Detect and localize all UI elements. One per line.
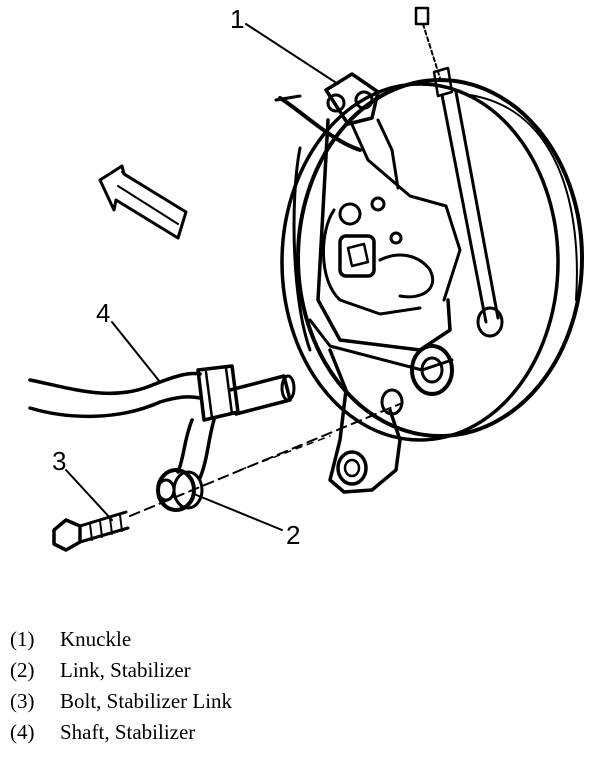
legend-label: Bolt, Stabilizer Link xyxy=(60,689,233,713)
legend-number: (1) xyxy=(10,627,35,651)
legend-label: Link, Stabilizer xyxy=(60,658,191,682)
legend-label: Knuckle xyxy=(60,627,132,651)
parts-legend: (1) Knuckle (2) Link, Stabilizer (3) Bolt, … xyxy=(10,624,232,748)
legend-number: (3) xyxy=(10,689,35,713)
leader-line-3 xyxy=(65,469,113,521)
stabilizer-link-bolt xyxy=(52,510,130,552)
legend-item-knuckle: (1) Knuckle xyxy=(10,624,232,655)
leader-line-1 xyxy=(245,23,339,85)
legend-item-stabilizer-link-bolt: (3) Bolt, Stabilizer Link xyxy=(10,686,232,717)
knuckle xyxy=(308,72,462,494)
leader-line-2 xyxy=(193,493,283,531)
brake-rotor xyxy=(280,78,584,442)
legend-item-stabilizer-link: (2) Link, Stabilizer xyxy=(10,655,232,686)
stabilizer-link-diagram: 1 2 3 4 xyxy=(28,4,584,552)
callout-4: 4 xyxy=(96,298,110,328)
legend-label: Shaft, Stabilizer xyxy=(60,720,196,744)
legend-item-stabilizer-shaft: (4) Shaft, Stabilizer xyxy=(10,717,232,748)
stabilizer-link xyxy=(156,364,240,512)
assembly-dashed-line-upper xyxy=(239,435,331,471)
direction-arrow-icon xyxy=(98,164,188,240)
callout-3: 3 xyxy=(52,446,66,476)
legend-number: (4) xyxy=(10,720,35,744)
legend-number: (2) xyxy=(10,658,35,682)
stabilizer-shaft xyxy=(28,371,296,419)
callout-1: 1 xyxy=(230,4,244,34)
leader-line-4 xyxy=(111,321,161,383)
callout-2: 2 xyxy=(286,520,300,550)
brake-hose xyxy=(274,6,504,338)
